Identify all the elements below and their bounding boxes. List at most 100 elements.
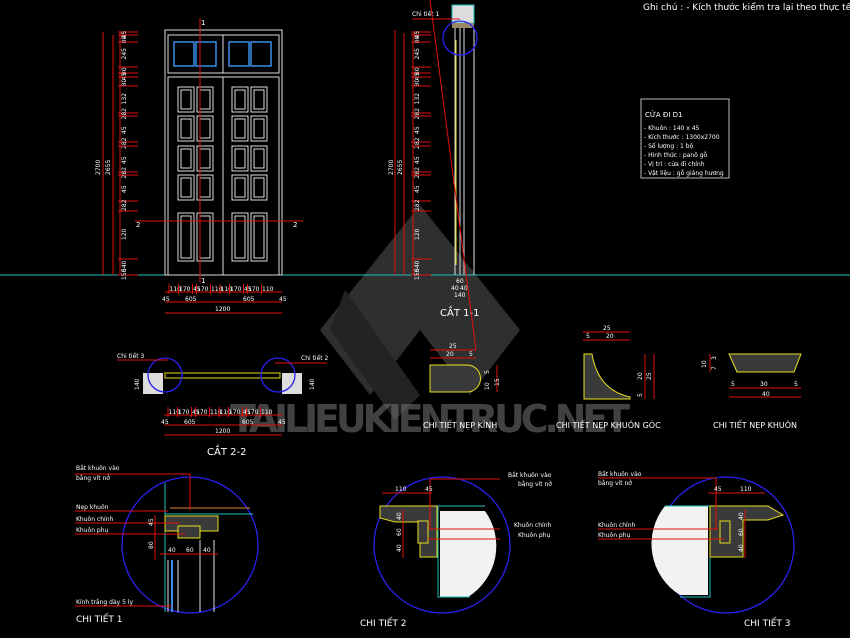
label: bằng vít nở xyxy=(598,480,632,487)
door-panel xyxy=(250,86,268,113)
detail-title: CHI TIẾT 1 xyxy=(76,613,123,625)
door-panel xyxy=(196,212,214,262)
nep-khuon-goc-detail: 25 5 20 20 25 5 CHI TIẾT NẸP KHUÔN GÓC xyxy=(556,325,661,431)
dim: 7 xyxy=(711,366,718,370)
dim-label: 170 xyxy=(229,409,241,416)
dim: 140 xyxy=(454,292,466,299)
dim-label: 45 xyxy=(121,72,128,80)
dim: 60 xyxy=(396,528,403,536)
dim-total-height: 2700 xyxy=(388,160,395,175)
dim: 20 xyxy=(446,351,454,358)
door-panel-inner xyxy=(234,89,246,110)
dim-label: 170 xyxy=(248,286,260,293)
door-panel xyxy=(231,145,249,172)
door-panel-inner xyxy=(199,148,211,169)
dim: 5 xyxy=(731,381,735,388)
dim-label: 45 xyxy=(414,185,421,193)
dim-label: 45 xyxy=(414,126,421,134)
door-panel xyxy=(250,174,268,201)
door-panel-inner xyxy=(234,148,246,169)
dim-label: 605 xyxy=(185,296,197,303)
dim-total: 1200 xyxy=(215,428,230,435)
dim-label: 282 xyxy=(414,108,421,120)
dim: 40 xyxy=(203,547,211,554)
dim-label: 540 xyxy=(121,260,128,272)
door-panel xyxy=(231,115,249,142)
dim-label: 282 xyxy=(121,108,128,120)
dim: 25 xyxy=(603,325,611,332)
dim-label: 110 xyxy=(220,409,232,416)
dim-label: 170 xyxy=(179,286,191,293)
section-1-1: Chi tiết 1 2700 2655 4580245804580132282… xyxy=(388,4,479,319)
callout-detail-1: Chi tiết 1 xyxy=(412,11,440,18)
dim-label: 45 xyxy=(278,419,286,426)
dim: 25 xyxy=(646,372,653,380)
label: Nẹp khuôn xyxy=(76,504,109,511)
door-panel-inner xyxy=(234,118,246,139)
dim: 40 xyxy=(396,544,403,552)
dim: 40 xyxy=(168,547,176,554)
dim-label: 110 xyxy=(210,409,222,416)
dim: 40 xyxy=(762,391,770,398)
nep-khuon-detail: 10 3 7 5 30 5 40 CHI TIẾT NẸP KHUÔN xyxy=(701,353,802,431)
dim-label: 282 xyxy=(121,167,128,179)
dim: 5 xyxy=(484,370,491,374)
section-mark: 1 xyxy=(201,19,205,27)
label: Khuôn phụ xyxy=(76,527,109,534)
dim: 45 xyxy=(148,518,155,526)
dim-label: 605 xyxy=(242,419,254,426)
dim: 3 xyxy=(711,356,718,360)
callout-detail-3: Chi tiết 3 xyxy=(117,353,145,360)
door-panel xyxy=(250,115,268,142)
dim-label: 245 xyxy=(121,48,128,60)
dim-label: 45 xyxy=(279,296,287,303)
door-panel xyxy=(231,174,249,201)
door-panel xyxy=(250,212,268,262)
dim: 60 xyxy=(186,547,194,554)
dim-label: 80 xyxy=(414,79,421,87)
dim-label: 150 xyxy=(414,268,421,280)
dim: 110 xyxy=(740,486,752,493)
door-panel xyxy=(196,115,214,142)
door-panel-inner xyxy=(253,118,265,139)
dim-label: 45 xyxy=(162,296,170,303)
dim: 25 xyxy=(449,343,457,350)
nep-kinh-detail: 25 20 5 5 10 15 CHI TIẾT NẸP KÍNH xyxy=(423,0,501,431)
label: Khuôn phụ xyxy=(598,532,631,539)
info-line: - Khuôn : 140 x 45 xyxy=(644,125,700,132)
label: bằng vít nở xyxy=(76,475,110,482)
door-panel-inner xyxy=(199,215,211,259)
door-panel-inner xyxy=(253,215,265,259)
dim-label: 45 xyxy=(121,126,128,134)
door-panel xyxy=(196,145,214,172)
door-panel-inner xyxy=(180,89,192,110)
door-panel xyxy=(196,86,214,113)
dim-total-height: 2700 xyxy=(95,160,102,175)
dim: 40 xyxy=(460,285,468,292)
dim-total-width: 1200 xyxy=(215,306,230,313)
dim-inner-height: 2655 xyxy=(105,160,112,175)
dim-label: 45 xyxy=(161,419,169,426)
label: bằng vít nở xyxy=(518,481,552,488)
door-panel-inner xyxy=(180,148,192,169)
dim-label: 150 xyxy=(121,268,128,280)
door-panel xyxy=(231,86,249,113)
dim: 30 xyxy=(760,381,768,388)
dim-label: 132 xyxy=(121,93,128,105)
dim-label: 282 xyxy=(414,137,421,149)
detail-title: CHI TIẾT 2 xyxy=(360,617,407,629)
dim: 40 xyxy=(396,512,403,520)
info-box: CỬA ĐI D1 - Khuôn : 140 x 45 - Kích thướ… xyxy=(640,98,730,179)
door-panel-inner xyxy=(234,215,246,259)
dim-label: 110 xyxy=(262,286,274,293)
door-panel xyxy=(196,174,214,201)
dim-label: 605 xyxy=(184,419,196,426)
dim: 10 xyxy=(484,382,491,390)
info-line: - Hình thức : panô gỗ xyxy=(644,152,708,159)
dim-label: 110 xyxy=(261,409,273,416)
watermark-text: TAILIEUKIENTRUC.NET xyxy=(230,397,630,441)
door-elevation: 1 1 2 2 2700 2655 4580245804580132282452… xyxy=(95,18,303,314)
note-text: Ghi chú : - Kích thước kiểm tra lại theo… xyxy=(643,2,850,13)
